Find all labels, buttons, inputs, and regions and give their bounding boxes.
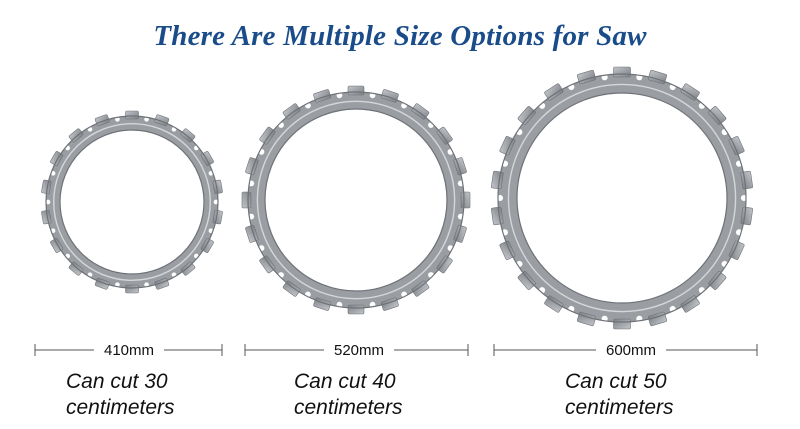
blade-segment bbox=[347, 85, 365, 96]
blade-segment bbox=[680, 83, 700, 101]
blade-edge bbox=[247, 91, 465, 309]
blade-segment bbox=[544, 295, 564, 313]
blade-segment bbox=[282, 280, 301, 297]
caption-line-2: centimeters bbox=[294, 396, 403, 419]
blade-gullet bbox=[45, 199, 51, 205]
blade-edge bbox=[52, 122, 212, 282]
blade-segment bbox=[259, 126, 276, 145]
blade-segment bbox=[68, 128, 84, 143]
blade-segment bbox=[180, 261, 196, 276]
blade-segment bbox=[517, 106, 536, 125]
size-label-520mm: 520mm bbox=[324, 342, 394, 359]
blade-edge bbox=[507, 83, 737, 313]
blade-segment bbox=[41, 209, 52, 225]
blade-segment bbox=[347, 304, 365, 315]
blade-segment bbox=[491, 170, 504, 190]
blade-segment bbox=[491, 206, 504, 226]
blade-edge bbox=[45, 115, 219, 289]
blade-segment bbox=[125, 284, 139, 294]
caption-520mm: Can cut 40 centimeters bbox=[294, 369, 403, 421]
blade-segment bbox=[728, 136, 745, 156]
blade-ring bbox=[248, 92, 464, 308]
blade-segment bbox=[180, 128, 196, 143]
caption-line-1: Can cut 30 bbox=[66, 370, 168, 393]
caption-line-2: centimeters bbox=[565, 396, 674, 419]
blade-segment bbox=[282, 103, 301, 120]
blade-gullet bbox=[213, 199, 219, 205]
blade-segment bbox=[212, 179, 223, 195]
saw-blade-410mm bbox=[41, 110, 223, 294]
blade-segment bbox=[499, 136, 516, 156]
blade-ring bbox=[498, 74, 746, 322]
blade-segment bbox=[212, 209, 223, 225]
blade-gullet bbox=[144, 116, 149, 122]
blade-gullet bbox=[144, 282, 149, 288]
size-label-600mm: 600mm bbox=[596, 342, 666, 359]
blade-segment bbox=[241, 191, 252, 209]
blade-edge bbox=[264, 108, 448, 292]
caption-line-1: Can cut 50 bbox=[565, 370, 667, 393]
blade-segment bbox=[68, 261, 84, 276]
blade-segment bbox=[436, 255, 453, 274]
blade-segment bbox=[613, 66, 631, 78]
blade-segment bbox=[708, 106, 727, 125]
blade-edge bbox=[256, 100, 456, 300]
blade-segment bbox=[680, 295, 700, 313]
caption-line-1: Can cut 40 bbox=[294, 370, 396, 393]
blade-segment bbox=[499, 240, 516, 260]
caption-410mm: Can cut 30 centimeters bbox=[66, 369, 175, 421]
blade-segment bbox=[544, 83, 564, 101]
blade-segment bbox=[259, 255, 276, 274]
blade-gullet bbox=[115, 282, 120, 288]
blade-segment bbox=[740, 206, 753, 226]
blade-segment bbox=[125, 110, 139, 120]
blade-edge bbox=[59, 129, 205, 275]
blade-segment bbox=[436, 126, 453, 145]
blade-edge bbox=[516, 92, 728, 304]
blade-segment bbox=[411, 280, 430, 297]
saw-blade-520mm bbox=[241, 85, 471, 315]
blade-gullet bbox=[115, 116, 120, 122]
caption-line-2: centimeters bbox=[66, 396, 175, 419]
saw-blade-600mm bbox=[491, 66, 753, 330]
blade-segment bbox=[613, 318, 631, 330]
blade-segment bbox=[411, 103, 430, 120]
blade-segment bbox=[460, 191, 471, 209]
blade-edge bbox=[497, 73, 747, 323]
blade-segment bbox=[708, 271, 727, 290]
blade-segment bbox=[728, 240, 745, 260]
size-label-410mm: 410mm bbox=[94, 342, 164, 359]
blade-segment bbox=[517, 271, 536, 290]
page-title: There Are Multiple Size Options for Saw bbox=[153, 20, 647, 52]
caption-600mm: Can cut 50 centimeters bbox=[565, 369, 674, 421]
blade-segment bbox=[740, 170, 753, 190]
blade-segment bbox=[41, 179, 52, 195]
